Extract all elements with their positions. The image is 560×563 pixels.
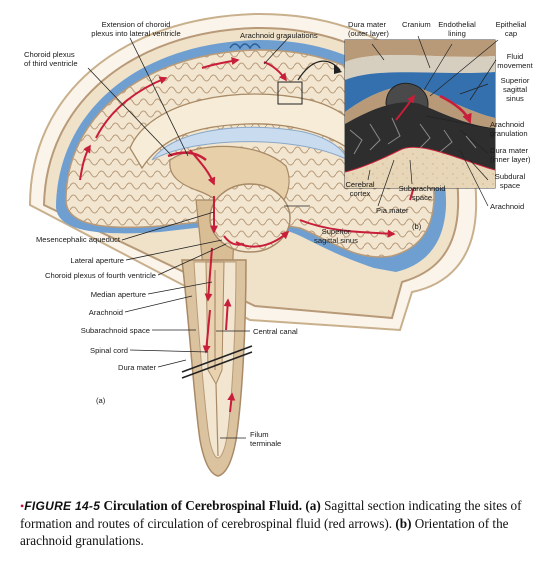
leader-line — [469, 159, 489, 181]
caption-part-b-text: Orientation of the arachnoid granulation… — [20, 516, 509, 548]
leader-line — [157, 243, 227, 276]
flow-arrow — [299, 219, 396, 238]
label-choroid-plexus-fourth-ventricle: Choroid plexus of fourth ventricle — [44, 271, 156, 280]
inset-label-cranium: Cranium — [402, 20, 431, 29]
leader-line — [129, 349, 209, 353]
label-mesencephalic-aqueduct: Mesencephalic aqueduct — [35, 235, 120, 244]
panel-label-a: (a) — [96, 396, 106, 405]
inset-arachnoid-web — [349, 117, 477, 155]
leader-line — [121, 211, 215, 241]
break-line-1 — [181, 345, 253, 373]
inset-sinus — [345, 72, 495, 118]
inset-label-subdural-space: Subdural space — [494, 172, 526, 190]
caption-title: Circulation of Cerebrospinal Fluid. — [103, 498, 303, 513]
inset-dura-inner — [345, 86, 495, 128]
flow-arrow — [227, 392, 236, 413]
cerebellum — [209, 183, 291, 253]
leader-lines — [87, 35, 310, 439]
label-choroid-plexus-third-ventricle: Choroid plexus of third ventricle — [24, 50, 78, 68]
label-lateral-aperture: Lateral aperture — [70, 256, 124, 265]
flow-arrow — [223, 298, 232, 331]
filum-terminale — [215, 383, 219, 457]
inset-panel — [344, 35, 499, 207]
caption-figure-number: FIGURE 14-5 — [24, 499, 101, 513]
leader-line — [377, 159, 395, 207]
inset-label-dura-outer: Dura mater (outer layer) — [348, 20, 389, 38]
leader-line — [263, 35, 291, 65]
leader-line — [157, 359, 187, 368]
flow-arrow — [79, 144, 91, 181]
inset-pia — [345, 146, 495, 173]
leader-line — [124, 295, 193, 313]
inset-label-arachnoid-granulation: Arachnoid granulation — [490, 120, 528, 138]
leader-line — [371, 43, 385, 61]
break-line-2 — [181, 351, 253, 379]
caption-part-a-text: Sagittal section indicating the sites of… — [20, 498, 522, 531]
arachnoid-granulation-bumps — [229, 43, 261, 50]
inset-label-cerebral-cortex: Cerebral cortex — [345, 180, 375, 198]
label-central-canal: Central canal — [253, 327, 298, 336]
leader-line — [423, 43, 453, 91]
inset-label-subarachnoid-space: Subarachnoid space — [398, 184, 446, 202]
inset-label-epithelial-cap: Epithelial cap — [495, 20, 527, 38]
inset-subarachnoid — [345, 102, 495, 172]
leader-line — [459, 83, 489, 95]
leader-line — [417, 35, 431, 69]
inset-label-superior-sagittal-sinus: Superior sagittal sinus — [500, 76, 530, 103]
label-median-aperture: Median aperture — [90, 290, 146, 299]
label-filum-terminale: Filum terminale — [250, 430, 282, 448]
label-arachnoid-granulations: Arachnoid granulations — [240, 31, 318, 40]
label-spinal-cord: Spinal cord — [90, 346, 128, 355]
inset-cortex — [345, 147, 495, 188]
inset-callout-arrowhead — [334, 64, 342, 74]
leader-line — [147, 281, 213, 295]
flow-arrow — [204, 247, 213, 302]
label-subarachnoid-space: Subarachnoid space — [80, 326, 150, 335]
label-dura-mater: Dura mater — [118, 363, 156, 372]
inset-zoom-box — [277, 81, 303, 105]
leader-line — [425, 115, 489, 129]
leader-line — [87, 67, 173, 157]
inset-cranium — [345, 54, 495, 80]
label-superior-sagittal-sinus: Superior sagittal sinus — [314, 227, 358, 245]
inset-leader-lines — [367, 35, 499, 207]
caption-part-b-tag: (b) — [395, 516, 412, 531]
label-extension-choroid-plexus: Extension of choroid plexus into lateral… — [91, 20, 181, 38]
flow-arrow — [202, 309, 211, 354]
flow-arrow — [189, 149, 216, 186]
leader-line — [125, 239, 223, 261]
inset-label-dura-inner: Dura mater (inner layer) — [490, 146, 531, 164]
flow-arrow — [263, 61, 287, 82]
leader-line — [409, 159, 413, 185]
leader-line — [429, 39, 499, 97]
flow-arrow — [201, 57, 240, 69]
caption-part-a-tag: (a) — [305, 498, 321, 513]
choroid-plexus-third-ventricle — [167, 151, 207, 161]
inset-label-endothelial-lining: Endothelial lining — [438, 20, 476, 38]
leader-line — [469, 59, 497, 101]
inset-label-fluid-movement: Fluid movement — [497, 52, 533, 70]
leader-line — [459, 149, 489, 207]
figure-caption: •FIGURE 14-5 Circulation of Cerebrospina… — [20, 497, 545, 549]
leader-line — [459, 129, 489, 154]
leader-line — [129, 37, 189, 157]
leader-line — [367, 169, 371, 181]
inset-dura-outer — [345, 40, 495, 62]
flow-arrow — [95, 76, 168, 139]
inset-flow-arrow-2 — [395, 94, 415, 121]
inset-label-arachnoid: Arachnoid — [490, 202, 525, 211]
label-arachnoid: Arachnoid — [88, 308, 123, 317]
inset-label-pia-mater: Pia mater — [376, 206, 409, 215]
caption-bullet: • — [20, 499, 25, 513]
flow-arrow — [235, 230, 290, 248]
inset-flow-arrow — [439, 94, 472, 124]
panel-label-b: (b) — [412, 222, 422, 231]
